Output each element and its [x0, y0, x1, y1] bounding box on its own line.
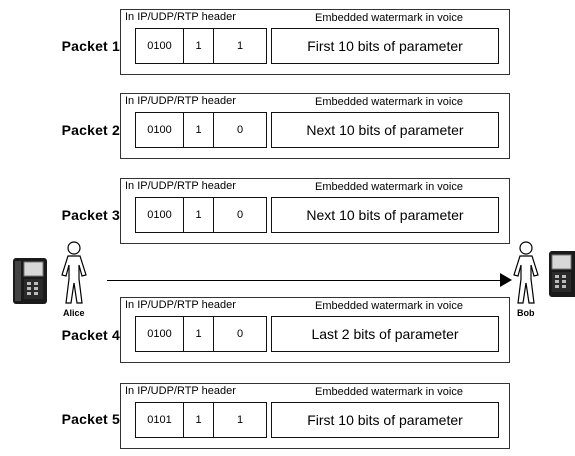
sender-name: Alice [63, 308, 85, 318]
arrow-right-icon [107, 280, 505, 281]
watermark-title: Embedded watermark in voice [315, 181, 463, 193]
header-field-1: 0100 [147, 328, 172, 340]
watermark-payload: First 10 bits of parameter [271, 28, 499, 64]
header-fields: 0100 1 1 [135, 28, 267, 64]
packet-label: Packet 4 [61, 327, 120, 343]
watermark-payload: First 10 bits of parameter [271, 402, 499, 438]
watermark-title: Embedded watermark in voice [315, 300, 463, 312]
watermark-title: Embedded watermark in voice [315, 96, 463, 108]
phone-icon [13, 258, 47, 304]
header-fields: 0100 1 0 [135, 316, 267, 352]
arrow-head-icon [500, 273, 512, 287]
watermark-payload: Next 10 bits of parameter [271, 112, 499, 148]
header-title: In IP/UDP/RTP header [125, 11, 236, 23]
packet-frame: In IP/UDP/RTP header Embedded watermark … [120, 297, 510, 363]
header-field-3: 1 [213, 403, 266, 437]
header-field-3: 1 [213, 29, 266, 63]
watermark-title: Embedded watermark in voice [315, 12, 463, 24]
header-field-1: 0100 [147, 40, 172, 52]
header-fields: 0100 1 0 [135, 197, 267, 233]
header-title: In IP/UDP/RTP header [125, 299, 236, 311]
packet-frame: In IP/UDP/RTP header Embedded watermark … [120, 9, 510, 75]
header-field-2: 1 [183, 403, 213, 437]
packet-frame: In IP/UDP/RTP header Embedded watermark … [120, 93, 510, 159]
watermark-payload: Last 2 bits of parameter [271, 316, 499, 352]
person-icon [513, 241, 539, 304]
watermark-payload: Next 10 bits of parameter [271, 197, 499, 233]
person-icon [61, 241, 87, 304]
header-title: In IP/UDP/RTP header [125, 385, 236, 397]
phone-icon [549, 251, 575, 297]
packet-frame: In IP/UDP/RTP header Embedded watermark … [120, 178, 510, 244]
header-field-2: 1 [183, 198, 213, 232]
header-fields: 0100 1 0 [135, 112, 267, 148]
header-title: In IP/UDP/RTP header [125, 95, 236, 107]
header-field-1: 0100 [147, 209, 172, 221]
header-field-3: 0 [213, 113, 266, 147]
header-fields: 0101 1 1 [135, 402, 267, 438]
packet-frame: In IP/UDP/RTP header Embedded watermark … [120, 383, 510, 449]
packet-label: Packet 1 [61, 38, 120, 54]
header-field-1: 0100 [147, 124, 172, 136]
header-field-2: 1 [183, 317, 213, 351]
packet-label: Packet 3 [61, 207, 120, 223]
header-field-2: 1 [183, 113, 213, 147]
header-field-2: 1 [183, 29, 213, 63]
watermark-title: Embedded watermark in voice [315, 386, 463, 398]
header-title: In IP/UDP/RTP header [125, 180, 236, 192]
packet-label: Packet 5 [61, 411, 120, 427]
header-field-3: 0 [213, 198, 266, 232]
receiver-name: Bob [517, 308, 535, 318]
packet-label: Packet 2 [61, 122, 120, 138]
header-field-1: 0101 [147, 414, 172, 426]
header-field-3: 0 [213, 317, 266, 351]
